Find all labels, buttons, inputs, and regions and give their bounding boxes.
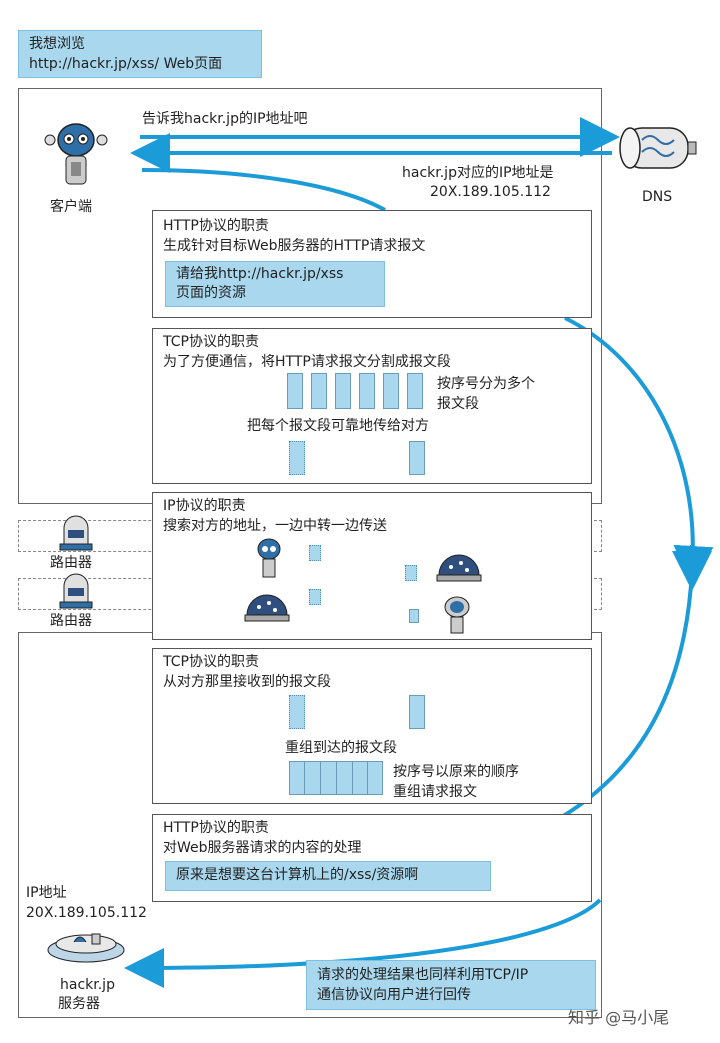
http-recv-note-text: 原来是想要这台计算机上的/xss/资源啊: [176, 867, 419, 883]
tcp-send-title: TCP协议的职责: [163, 334, 259, 350]
watermark: 知乎 @马小尾: [568, 1008, 670, 1027]
tcp-recv-box: TCP协议的职责 从对方那里接收到的报文段 重组到达的报文段 按序号以原来的顺序…: [152, 648, 592, 804]
packet: [309, 545, 321, 561]
segment-sent: [289, 441, 305, 475]
segment: [335, 373, 351, 409]
dns-request-text: 告诉我hackr.jp的IP地址吧: [142, 111, 308, 127]
segment: [383, 373, 399, 409]
client-robot-icon: [36, 112, 116, 192]
http-send-note-line-1: 请给我http://hackr.jp/xss: [176, 266, 344, 282]
http-send-note: 请给我http://hackr.jp/xss 页面的资源: [165, 261, 385, 307]
server-ip: 20X.189.105.112: [26, 905, 147, 921]
server-icon: [44, 924, 128, 968]
ip-desc: 搜索对方的地址，一边中转一边传送: [163, 518, 387, 534]
http-send-title: HTTP协议的职责: [163, 218, 269, 234]
dns-response-line-1: hackr.jp对应的IP地址是: [402, 165, 554, 181]
ip-box: IP协议的职责 搜索对方的地址，一边中转一边传送: [152, 492, 592, 640]
router-dome-icon: [243, 585, 291, 625]
http-recv-box: HTTP协议的职责 对Web服务器请求的内容的处理 原来是想要这台计算机上的/x…: [152, 814, 592, 902]
tcp-split-note-line-2: 报文段: [437, 396, 479, 412]
router-dome-icon: [435, 545, 483, 585]
ip-title: IP协议的职责: [163, 498, 246, 514]
tcp-recv-title: TCP协议的职责: [163, 654, 259, 670]
router-icon: [56, 514, 96, 554]
server-robot-small-icon: [437, 593, 477, 637]
segment-sent: [289, 695, 305, 729]
return-note-line-1: 请求的处理结果也同样利用TCP/IP: [317, 967, 529, 983]
tcp-reassemble-text: 重组到达的报文段: [285, 740, 397, 756]
dns-server-icon: [612, 120, 702, 180]
packet: [405, 565, 417, 581]
tcp-send-desc: 为了方便通信，将HTTP请求报文分割成报文段: [163, 354, 451, 370]
http-send-note-line-2: 页面的资源: [176, 285, 246, 301]
client-robot-small-icon: [249, 535, 289, 581]
segment-received: [409, 441, 425, 475]
return-note: 请求的处理结果也同样利用TCP/IP 通信协议向用户进行回传: [306, 960, 596, 1010]
client-label: 客户端: [50, 199, 92, 215]
dns-response-line-2: 20X.189.105.112: [430, 184, 551, 200]
segment: [359, 373, 375, 409]
dns-label: DNS: [642, 189, 673, 205]
return-note-line-2: 通信协议向用户进行回传: [317, 987, 471, 1003]
segment: [287, 373, 303, 409]
packet: [309, 589, 321, 605]
router-label-2: 路由器: [50, 613, 92, 629]
server-name-line-2: 服务器: [58, 996, 100, 1012]
callout-line-1: 我想浏览: [29, 36, 85, 52]
tcp-order-line-1: 按序号以原来的顺序: [393, 764, 519, 780]
segment-received: [409, 695, 425, 729]
router-label-1: 路由器: [50, 555, 92, 571]
http-send-desc: 生成针对目标Web服务器的HTTP请求报文: [163, 238, 426, 254]
reassembled-segments: [289, 761, 383, 795]
http-recv-title: HTTP协议的职责: [163, 820, 269, 836]
server-name-line-1: hackr.jp: [60, 977, 115, 993]
tcp-order-line-2: 重组请求报文: [393, 784, 477, 800]
packet: [409, 609, 419, 623]
server-ip-label: IP地址: [26, 885, 67, 901]
http-recv-desc: 对Web服务器请求的内容的处理: [163, 840, 362, 856]
top-callout: 我想浏览 http://hackr.jp/xss/ Web页面: [18, 30, 262, 78]
segment: [311, 373, 327, 409]
tcp-split-note-line-1: 按序号分为多个: [437, 376, 535, 392]
router-icon: [56, 572, 96, 612]
tcp-recv-desc: 从对方那里接收到的报文段: [163, 674, 331, 690]
callout-line-2: http://hackr.jp/xss/ Web页面: [29, 56, 223, 72]
http-send-box: HTTP协议的职责 生成针对目标Web服务器的HTTP请求报文 请给我http:…: [152, 210, 592, 318]
tcp-send-box: TCP协议的职责 为了方便通信，将HTTP请求报文分割成报文段 按序号分为多个 …: [152, 328, 592, 484]
http-recv-note: 原来是想要这台计算机上的/xss/资源啊: [165, 861, 491, 891]
tcp-transfer-note: 把每个报文段可靠地传给对方: [247, 418, 429, 434]
segment: [407, 373, 423, 409]
